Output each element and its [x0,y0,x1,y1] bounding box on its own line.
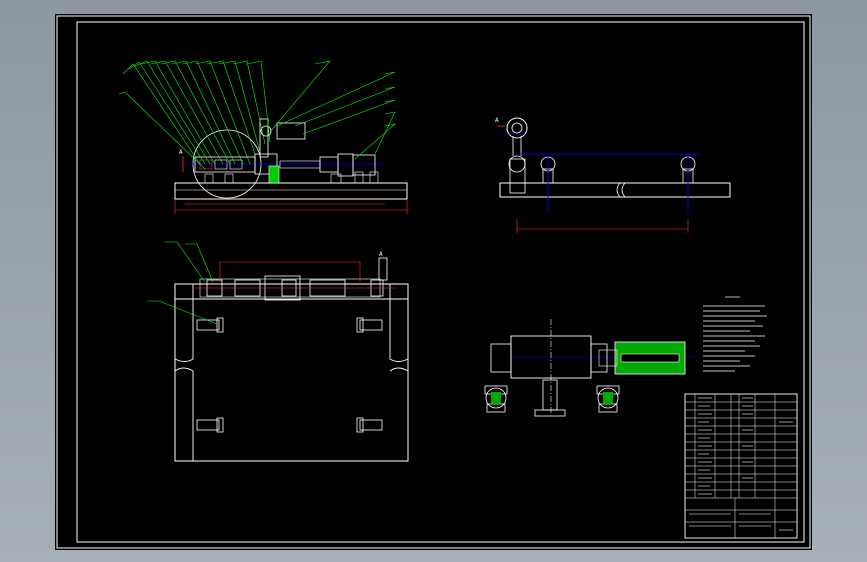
side-view-section-mark: A [495,117,499,124]
drawing-sheet[interactable]: A [55,14,812,550]
plan-view-section-mark: A [379,251,383,258]
front-view-section-mark: A [179,149,183,156]
outer-border [56,15,811,549]
drawing-canvas: A [56,15,811,549]
title-block [684,393,798,539]
front-view: A [118,60,408,214]
plan-view: A [147,241,409,462]
side-view: A [495,117,731,233]
inner-border [76,21,805,543]
technical-notes [703,296,767,372]
section-view [484,319,695,417]
